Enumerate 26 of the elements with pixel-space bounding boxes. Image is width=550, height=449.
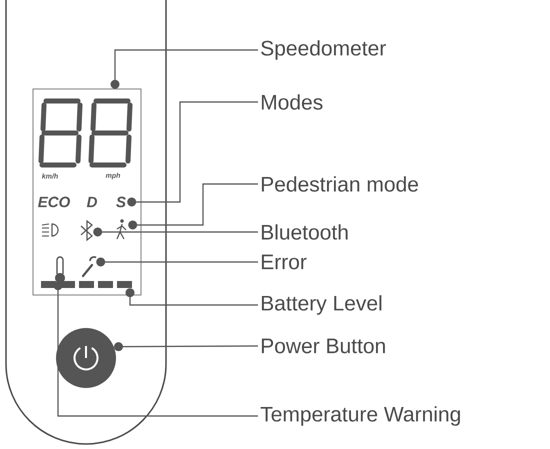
callout-text: Pedestrian mode xyxy=(262,176,418,192)
callout-text: Modes xyxy=(262,94,322,110)
leader-line xyxy=(128,183,258,230)
pedestrian-icon xyxy=(116,219,127,240)
bluetooth-icon xyxy=(80,220,93,242)
callout-text: Temperature Warning xyxy=(260,406,460,426)
callout-text: Error xyxy=(262,254,307,270)
callout-text: Bluetooth xyxy=(262,224,348,240)
leader-line xyxy=(96,258,258,266)
leader-line xyxy=(126,288,258,306)
wrench-icon xyxy=(82,256,96,278)
callout-text: Battery Level xyxy=(262,295,382,315)
leader-line xyxy=(54,281,258,417)
leader-line xyxy=(114,342,258,352)
battery-bars xyxy=(41,281,132,288)
display-label: D xyxy=(86,196,97,208)
display-label: ECO xyxy=(38,196,70,208)
speed-digits-drawing xyxy=(38,98,132,168)
leader-line xyxy=(93,228,258,236)
callout-text: Speedometer xyxy=(261,40,386,60)
power-button xyxy=(56,328,116,388)
callout-text: Power Button xyxy=(262,338,385,354)
leader-line xyxy=(110,49,258,89)
display-label: S xyxy=(116,196,126,208)
thermometer-icon xyxy=(55,256,65,283)
leader-line xyxy=(127,101,258,206)
